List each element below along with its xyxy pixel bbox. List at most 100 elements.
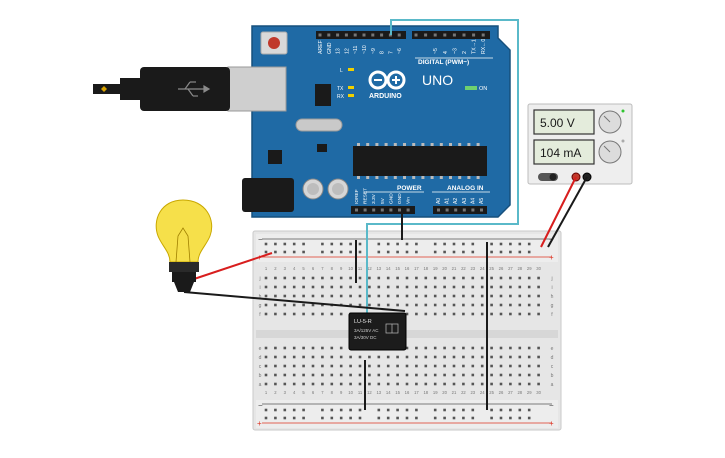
breadboard-hole[interactable] bbox=[527, 373, 531, 377]
header-pin[interactable] bbox=[443, 33, 447, 37]
rail-hole[interactable] bbox=[330, 250, 334, 254]
breadboard-hole[interactable] bbox=[321, 355, 324, 359]
rail-hole[interactable] bbox=[283, 416, 287, 420]
breadboard-hole[interactable] bbox=[283, 285, 287, 289]
breadboard-hole[interactable] bbox=[358, 294, 362, 298]
rail-hole[interactable] bbox=[358, 416, 362, 420]
breadboard-hole[interactable] bbox=[321, 285, 324, 289]
breadboard-hole[interactable] bbox=[349, 276, 352, 280]
breadboard-hole[interactable] bbox=[462, 276, 465, 280]
breadboard-hole[interactable] bbox=[264, 303, 268, 307]
rail-hole[interactable] bbox=[499, 242, 503, 246]
breadboard-hole[interactable] bbox=[471, 373, 475, 377]
rail-hole[interactable] bbox=[452, 250, 456, 254]
breadboard-hole[interactable] bbox=[264, 312, 268, 316]
breadboard-hole[interactable] bbox=[358, 373, 362, 377]
header-pin[interactable] bbox=[445, 208, 449, 212]
breadboard-hole[interactable] bbox=[349, 364, 352, 368]
breadboard-hole[interactable] bbox=[330, 355, 334, 359]
breadboard-hole[interactable] bbox=[499, 364, 503, 368]
breadboard-hole[interactable] bbox=[537, 312, 540, 316]
breadboard-hole[interactable] bbox=[377, 373, 381, 377]
breadboard-hole[interactable] bbox=[452, 373, 456, 377]
breadboard-hole[interactable] bbox=[424, 355, 428, 359]
breadboard-hole[interactable] bbox=[462, 346, 465, 350]
rail-hole[interactable] bbox=[339, 250, 343, 254]
rail-hole[interactable] bbox=[283, 250, 287, 254]
breadboard-hole[interactable] bbox=[471, 312, 475, 316]
breadboard-hole[interactable] bbox=[499, 346, 503, 350]
breadboard-hole[interactable] bbox=[339, 294, 343, 298]
reset-button[interactable] bbox=[268, 37, 280, 49]
breadboard-hole[interactable] bbox=[283, 303, 287, 307]
rail-hole[interactable] bbox=[443, 250, 446, 254]
rail-hole[interactable] bbox=[518, 242, 522, 246]
breadboard-hole[interactable] bbox=[433, 355, 437, 359]
breadboard-hole[interactable] bbox=[396, 373, 399, 377]
breadboard-hole[interactable] bbox=[274, 276, 277, 280]
breadboard-hole[interactable] bbox=[443, 303, 446, 307]
rail-hole[interactable] bbox=[405, 416, 409, 420]
rail-hole[interactable] bbox=[330, 408, 334, 412]
breadboard-hole[interactable] bbox=[264, 382, 268, 386]
breadboard-hole[interactable] bbox=[283, 355, 287, 359]
breadboard-hole[interactable] bbox=[424, 373, 428, 377]
breadboard-hole[interactable] bbox=[424, 276, 428, 280]
breadboard-hole[interactable] bbox=[452, 303, 456, 307]
lamp-positive-wire[interactable] bbox=[187, 252, 273, 282]
rail-hole[interactable] bbox=[349, 416, 352, 420]
supply-negative-wire[interactable] bbox=[547, 176, 588, 248]
breadboard-hole[interactable] bbox=[462, 303, 465, 307]
breadboard-hole[interactable] bbox=[396, 364, 399, 368]
breadboard-hole[interactable] bbox=[462, 312, 465, 316]
breadboard-hole[interactable] bbox=[443, 285, 446, 289]
rail-hole[interactable] bbox=[443, 242, 446, 246]
rail-hole[interactable] bbox=[264, 416, 268, 420]
rail-hole[interactable] bbox=[433, 408, 437, 412]
breadboard-hole[interactable] bbox=[349, 285, 352, 289]
breadboard-hole[interactable] bbox=[386, 303, 390, 307]
breadboard-hole[interactable] bbox=[424, 303, 428, 307]
breadboard-hole[interactable] bbox=[527, 355, 531, 359]
breadboard-hole[interactable] bbox=[509, 346, 512, 350]
rail-hole[interactable] bbox=[527, 242, 531, 246]
rail-hole[interactable] bbox=[386, 242, 390, 246]
rail-hole[interactable] bbox=[471, 242, 475, 246]
breadboard-hole[interactable] bbox=[311, 364, 315, 368]
header-pin[interactable] bbox=[327, 33, 331, 37]
header-pin[interactable] bbox=[353, 33, 357, 37]
breadboard-hole[interactable] bbox=[452, 294, 456, 298]
rail-hole[interactable] bbox=[377, 242, 381, 246]
breadboard-hole[interactable] bbox=[415, 312, 418, 316]
breadboard-hole[interactable] bbox=[405, 294, 409, 298]
breadboard-hole[interactable] bbox=[368, 303, 371, 307]
breadboard-hole[interactable] bbox=[452, 355, 456, 359]
breadboard-hole[interactable] bbox=[452, 285, 456, 289]
rail-hole[interactable] bbox=[321, 416, 324, 420]
breadboard-hole[interactable] bbox=[274, 364, 277, 368]
breadboard-hole[interactable] bbox=[377, 294, 381, 298]
header-pin[interactable] bbox=[363, 208, 367, 212]
breadboard-hole[interactable] bbox=[537, 346, 540, 350]
breadboard-hole[interactable] bbox=[518, 285, 522, 289]
breadboard-hole[interactable] bbox=[537, 285, 540, 289]
breadboard-hole[interactable] bbox=[527, 285, 531, 289]
rail-hole[interactable] bbox=[509, 250, 512, 254]
breadboard-hole[interactable] bbox=[424, 346, 428, 350]
rail-hole[interactable] bbox=[377, 250, 381, 254]
breadboard-hole[interactable] bbox=[537, 364, 540, 368]
breadboard-hole[interactable] bbox=[292, 382, 296, 386]
breadboard-hole[interactable] bbox=[339, 346, 343, 350]
breadboard-hole[interactable] bbox=[415, 303, 418, 307]
header-pin[interactable] bbox=[406, 208, 410, 212]
rail-hole[interactable] bbox=[321, 242, 324, 246]
rail-hole[interactable] bbox=[490, 408, 493, 412]
breadboard-hole[interactable] bbox=[396, 355, 399, 359]
breadboard-hole[interactable] bbox=[292, 364, 296, 368]
breadboard-hole[interactable] bbox=[368, 285, 371, 289]
breadboard-hole[interactable] bbox=[339, 382, 343, 386]
breadboard-hole[interactable] bbox=[405, 364, 409, 368]
breadboard-hole[interactable] bbox=[386, 355, 390, 359]
rail-hole[interactable] bbox=[321, 408, 324, 412]
breadboard-hole[interactable] bbox=[537, 373, 540, 377]
